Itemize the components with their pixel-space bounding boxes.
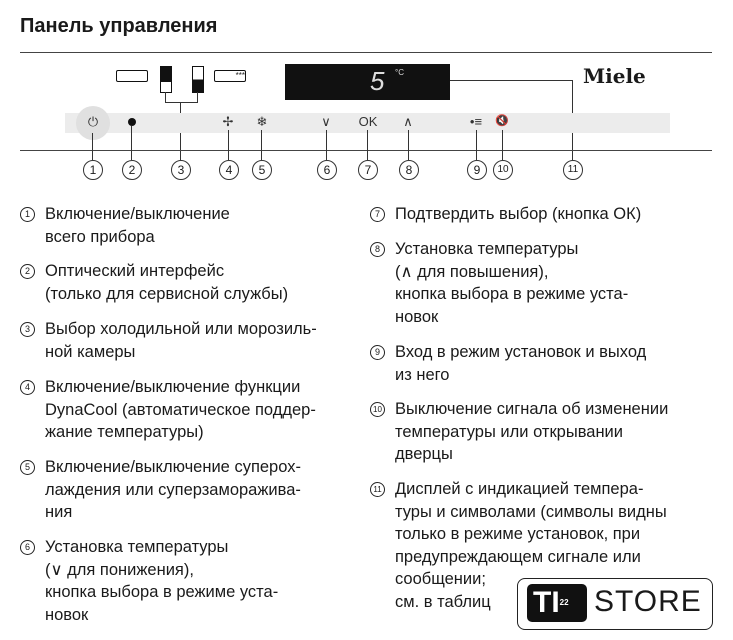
fan-icon[interactable]: ✢ (222, 114, 234, 129)
optical-interface-icon (128, 118, 136, 126)
mute-icon[interactable]: 🔇 (495, 115, 509, 127)
power-icon[interactable]: ⏻ (87, 114, 99, 129)
down-button[interactable]: ∨ (321, 114, 331, 129)
callout-10: 10 (493, 160, 513, 180)
callout-1: 1 (83, 160, 103, 180)
button-strip (65, 113, 670, 133)
callout-4: 4 (219, 160, 239, 180)
callout-5: 5 (252, 160, 272, 180)
page-title: Панель управления (20, 15, 218, 37)
temperature-display (285, 64, 450, 100)
snowflake-icon[interactable]: ❄ (256, 114, 268, 129)
fridge-indicator-icon (116, 70, 148, 82)
display-value: 5 (370, 66, 385, 96)
freezer-select-icon (192, 66, 204, 93)
settings-icon[interactable]: •≡ (469, 114, 483, 129)
watermark-store: STORE (594, 585, 702, 618)
callout-7: 7 (358, 160, 378, 180)
ok-button[interactable]: OK (358, 114, 378, 129)
freezer-indicator-icon: *** (214, 70, 246, 82)
callout-11: 11 (563, 160, 583, 180)
callout-8: 8 (399, 160, 419, 180)
divider (20, 52, 712, 53)
miele-logo: Miele (583, 64, 646, 88)
callout-6: 6 (317, 160, 337, 180)
callout-9: 9 (467, 160, 487, 180)
callout-3: 3 (171, 160, 191, 180)
display-unit: °C (395, 68, 404, 77)
divider (20, 150, 712, 151)
watermark-ti: TI22 (527, 584, 587, 622)
fridge-select-icon (160, 66, 172, 93)
callout-2: 2 (122, 160, 142, 180)
up-button[interactable]: ∧ (403, 114, 413, 129)
